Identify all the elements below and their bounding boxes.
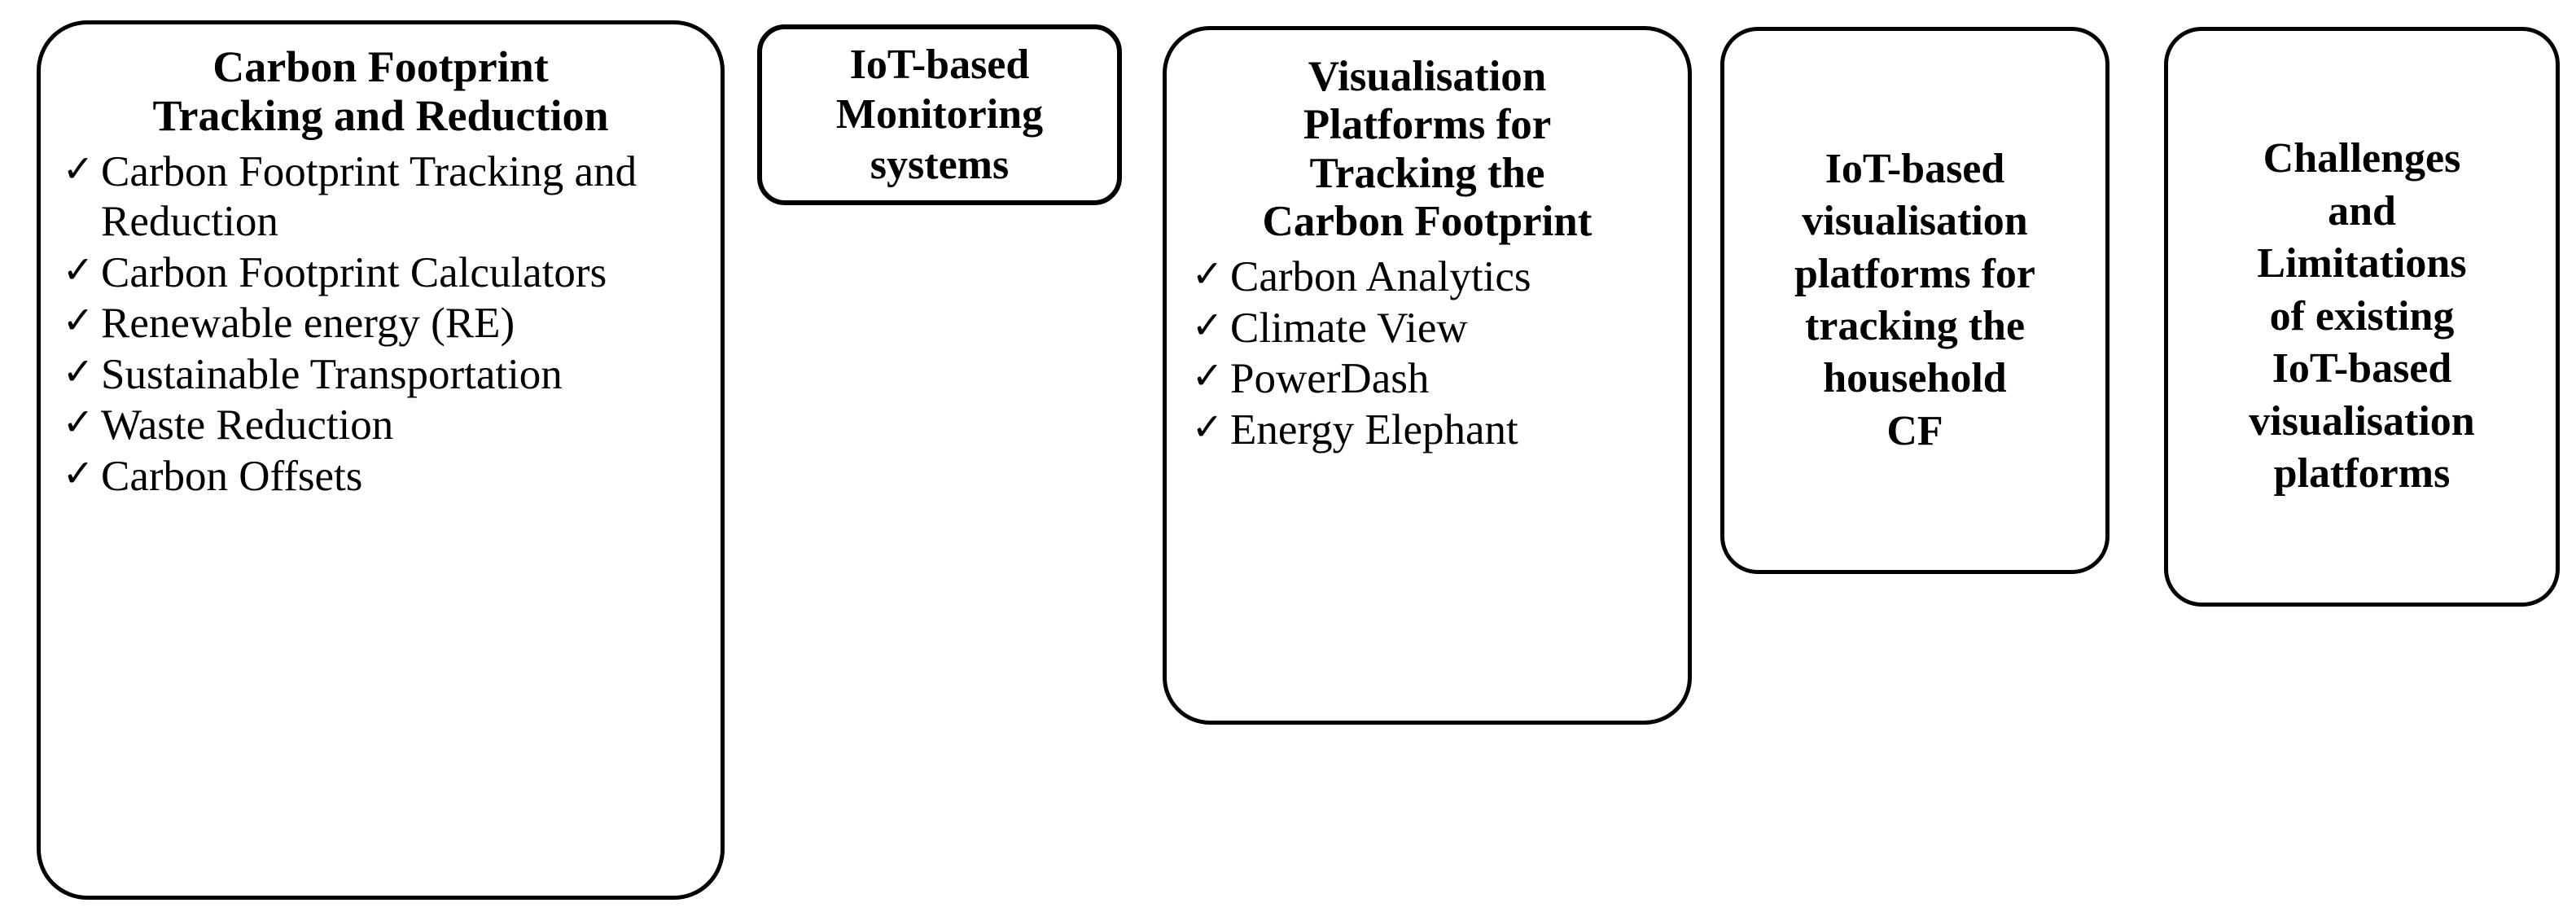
title-line: Challenges <box>2263 135 2461 182</box>
title-line: IoT-based <box>849 41 1030 88</box>
list-item: ✓ Waste Reduction <box>55 400 714 450</box>
list-item-label: PowerDash <box>1230 355 1430 403</box>
list-item: ✓ Renewable energy (RE) <box>55 298 714 348</box>
title-line: Limitations <box>2257 240 2467 287</box>
title-line: Carbon Footprint <box>1262 198 1592 246</box>
title-line: household <box>1823 355 2007 402</box>
list-item: ✓ Carbon Footprint Calculators <box>55 248 714 298</box>
check-mark-icon: ✓ <box>62 146 94 191</box>
title-line: platforms <box>2273 450 2451 497</box>
check-mark-icon: ✓ <box>62 348 94 393</box>
title-line: IoT-based <box>1825 145 2005 192</box>
title-line: tracking the <box>1804 303 2026 349</box>
title-line: Tracking the <box>1309 149 1545 197</box>
title-line: CF <box>1886 407 1943 454</box>
list-item-label: Waste Reduction <box>101 401 394 449</box>
box-title-carbon-footprint-tracking: Carbon Footprint Tracking and Reduction <box>47 42 714 141</box>
check-mark-icon: ✓ <box>62 247 94 291</box>
list-item-label: Carbon Footprint Calculators <box>101 248 607 296</box>
title-line: visualisation <box>1802 198 2028 245</box>
title-line: Visualisation <box>1308 53 1547 100</box>
list-item-label: Carbon Offsets <box>101 452 363 500</box>
title-line: Monitoring <box>835 91 1044 138</box>
list-carbon-footprint-tracking: ✓ Carbon Footprint Tracking and Reductio… <box>47 147 714 502</box>
list-item: ✓ Energy Elephant <box>1185 405 1681 455</box>
box-challenges-limitations: Challenges and Limitations of existing I… <box>2164 27 2560 607</box>
box-carbon-footprint-tracking: Carbon Footprint Tracking and Reduction … <box>37 20 725 900</box>
box-title-visualisation-platforms: Visualisation Platforms for Tracking the… <box>1173 53 1681 246</box>
list-item-label: Sustainable Transportation <box>101 350 563 398</box>
title-line: and <box>2328 187 2396 234</box>
check-mark-icon: ✓ <box>62 298 94 343</box>
title-line: Platforms for <box>1303 101 1552 149</box>
list-item: ✓ Carbon Footprint Tracking and Reductio… <box>55 147 714 248</box>
list-item: ✓ PowerDash <box>1185 354 1681 404</box>
list-item: ✓ Sustainable Transportation <box>55 348 714 400</box>
box-title-iot-monitoring-systems: IoT-based Monitoring systems <box>767 40 1112 190</box>
check-mark-icon: ✓ <box>1191 353 1224 398</box>
title-line: Carbon Footprint <box>212 42 549 91</box>
title-line: IoT-based <box>2272 345 2452 392</box>
title-line: Tracking and Reduction <box>152 91 609 141</box>
list-item: ✓ Carbon Analytics <box>1185 252 1681 302</box>
list-visualisation-platforms: ✓ Carbon Analytics ✓ Climate View ✓ Powe… <box>1173 252 1681 456</box>
title-line: platforms for <box>1794 250 2036 297</box>
title-line: systems <box>870 141 1010 188</box>
box-title-iot-visualisation-household: IoT-based visualisation platforms for tr… <box>1731 143 2099 458</box>
box-visualisation-platforms: Visualisation Platforms for Tracking the… <box>1163 26 1692 725</box>
check-mark-icon: ✓ <box>1191 252 1224 296</box>
list-item-label: Energy Elephant <box>1230 405 1518 454</box>
title-line: of existing <box>2269 292 2455 340</box>
check-mark-icon: ✓ <box>62 450 94 495</box>
list-item: ✓ Climate View <box>1185 302 1681 353</box>
box-iot-monitoring-systems: IoT-based Monitoring systems <box>757 24 1122 205</box>
box-title-challenges-limitations: Challenges and Limitations of existing I… <box>2175 133 2549 500</box>
list-item-label: Climate View <box>1230 304 1468 352</box>
list-item-label: Renewable energy (RE) <box>101 300 515 348</box>
box-iot-visualisation-household: IoT-based visualisation platforms for tr… <box>1720 27 2109 574</box>
list-item-label: Carbon Analytics <box>1230 253 1531 301</box>
check-mark-icon: ✓ <box>1191 404 1224 449</box>
check-mark-icon: ✓ <box>1191 302 1224 347</box>
title-line: visualisation <box>2249 397 2475 445</box>
check-mark-icon: ✓ <box>62 400 94 445</box>
list-item-label: Carbon Footprint Tracking and Reduction <box>101 147 637 246</box>
list-item: ✓ Carbon Offsets <box>55 450 714 502</box>
